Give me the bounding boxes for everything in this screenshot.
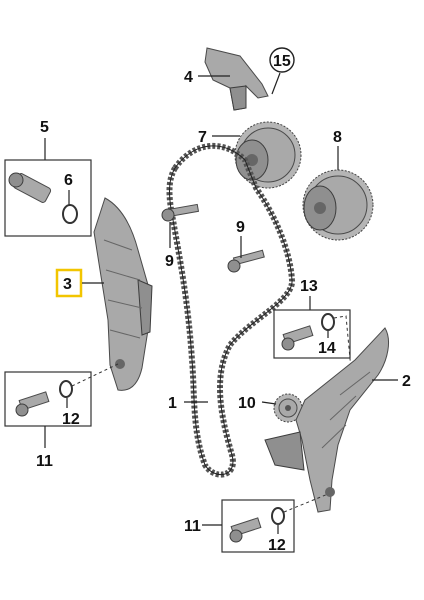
tensioner-rail-3[interactable]	[93, 197, 153, 391]
label-3: 3	[63, 276, 72, 293]
dashed-line-right	[283, 493, 329, 513]
label-12-left: 12	[62, 411, 80, 428]
bolt-9-upper[interactable]	[161, 203, 200, 222]
label-1: 1	[168, 395, 177, 412]
label-4: 4	[184, 69, 193, 86]
chain-tensioner-5[interactable]	[8, 172, 52, 203]
label-15: 15	[273, 53, 291, 70]
highlight-box-3	[55, 268, 83, 298]
label-10: 10	[238, 395, 256, 412]
washer-14[interactable]	[321, 313, 335, 331]
label-11-left: 11	[36, 453, 53, 470]
label-2: 2	[402, 373, 411, 390]
guide-rail-2[interactable]	[264, 327, 389, 513]
callout-circle-15	[269, 47, 295, 73]
bolt-13[interactable]	[281, 325, 314, 351]
bolt-11-right[interactable]	[229, 517, 262, 543]
seal-ring-6[interactable]	[62, 204, 78, 224]
label-13: 13	[300, 278, 318, 295]
bolt-9-lower[interactable]	[227, 249, 265, 273]
leader-15	[271, 72, 281, 95]
label-12-right: 12	[268, 537, 286, 554]
bolt-11-left[interactable]	[15, 391, 50, 417]
label-7: 7	[198, 129, 207, 146]
label-6: 6	[64, 172, 73, 189]
timing-chain-outline	[169, 145, 293, 476]
camshaft-sprocket-8[interactable]	[302, 169, 374, 241]
leader-10	[261, 401, 277, 405]
washer-12-left[interactable]	[59, 380, 73, 398]
label-9-upper: 9	[165, 253, 174, 270]
crank-sprocket-10[interactable]	[273, 393, 303, 423]
camshaft-sprocket-7[interactable]	[234, 121, 302, 189]
label-14: 14	[318, 340, 336, 357]
washer-12-right[interactable]	[271, 507, 285, 525]
dashed-line-13	[333, 315, 353, 381]
label-11-right: 11	[184, 518, 201, 535]
label-8: 8	[333, 129, 342, 146]
label-9-lower: 9	[236, 219, 245, 236]
dashed-line-left	[71, 363, 119, 387]
upper-guide-rail[interactable]	[204, 47, 269, 111]
tensioner-group-box	[4, 159, 92, 237]
label-5: 5	[40, 119, 49, 136]
